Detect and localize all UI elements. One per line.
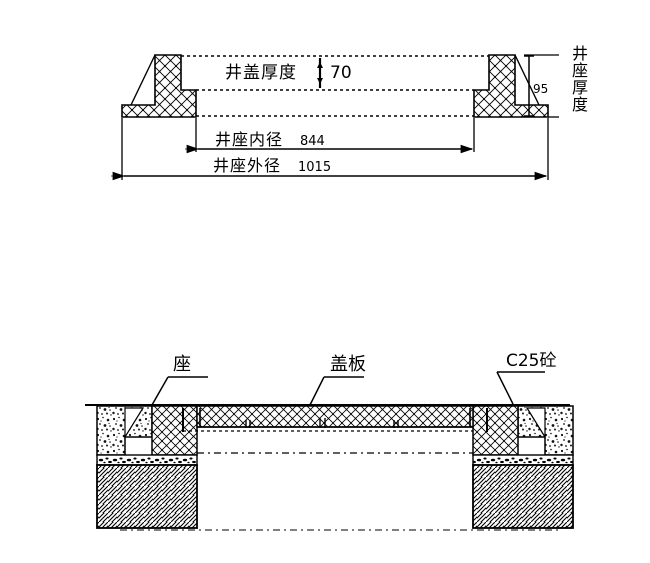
- cover-plate-label: 盖板: [330, 354, 366, 375]
- left-concrete-void-wedge: [124, 407, 145, 440]
- left-seat-body: [121, 54, 197, 118]
- installation-section-group: 座 盖板 C25砼: [85, 351, 574, 531]
- outer-diameter-dimension: 井座外径 1015: [124, 156, 546, 176]
- seat-label: 座: [173, 354, 191, 375]
- inner-diameter-label: 井座内径: [215, 130, 283, 149]
- right-seat-body: [473, 54, 549, 118]
- cover-plate: [196, 405, 474, 428]
- cover-thickness-label: 井盖厚度: [225, 63, 297, 83]
- right-seat-profile: [473, 54, 549, 118]
- left-bedding-band: [96, 454, 198, 466]
- cover-thickness-arrow-down: [317, 78, 323, 84]
- inner-diameter-value: 844: [300, 134, 325, 149]
- cover-plate-label-leader: 盖板: [309, 354, 366, 406]
- right-seat-chamfer-line: [514, 54, 540, 106]
- left-masonry-wall: [96, 464, 198, 529]
- outer-diameter-label: 井座外径: [213, 156, 281, 175]
- left-seat-chamfer-line: [130, 54, 156, 106]
- right-masonry-wall: [472, 464, 574, 529]
- seat-thickness-value: 95: [533, 82, 548, 96]
- cover-plate-joint-marks: [199, 408, 471, 428]
- seat-label-leader: 座: [151, 354, 208, 406]
- seat-thickness-dimension: 95 井座厚度: [524, 45, 588, 118]
- left-seat-profile: [121, 54, 197, 118]
- cover-thickness-value: 70: [330, 63, 352, 83]
- concrete-label: C25砼: [506, 351, 557, 371]
- right-seat-block: [472, 405, 519, 456]
- seat-thickness-label: 井座厚度: [569, 45, 588, 113]
- cover-thickness-callout: 井盖厚度 70: [225, 58, 352, 88]
- concrete-label-leader: C25砼: [496, 351, 557, 405]
- right-concrete-void-wedge: [525, 407, 546, 440]
- outer-diameter-value: 1015: [298, 160, 331, 175]
- cover-thickness-arrow-up: [317, 62, 323, 68]
- right-bedding-band: [472, 454, 574, 466]
- inner-diameter-dimension: 井座内径 844: [198, 130, 472, 149]
- top-elevation-group: 井盖厚度 70 井座内径 844 井座外径 1015 95 井座厚度: [122, 45, 588, 180]
